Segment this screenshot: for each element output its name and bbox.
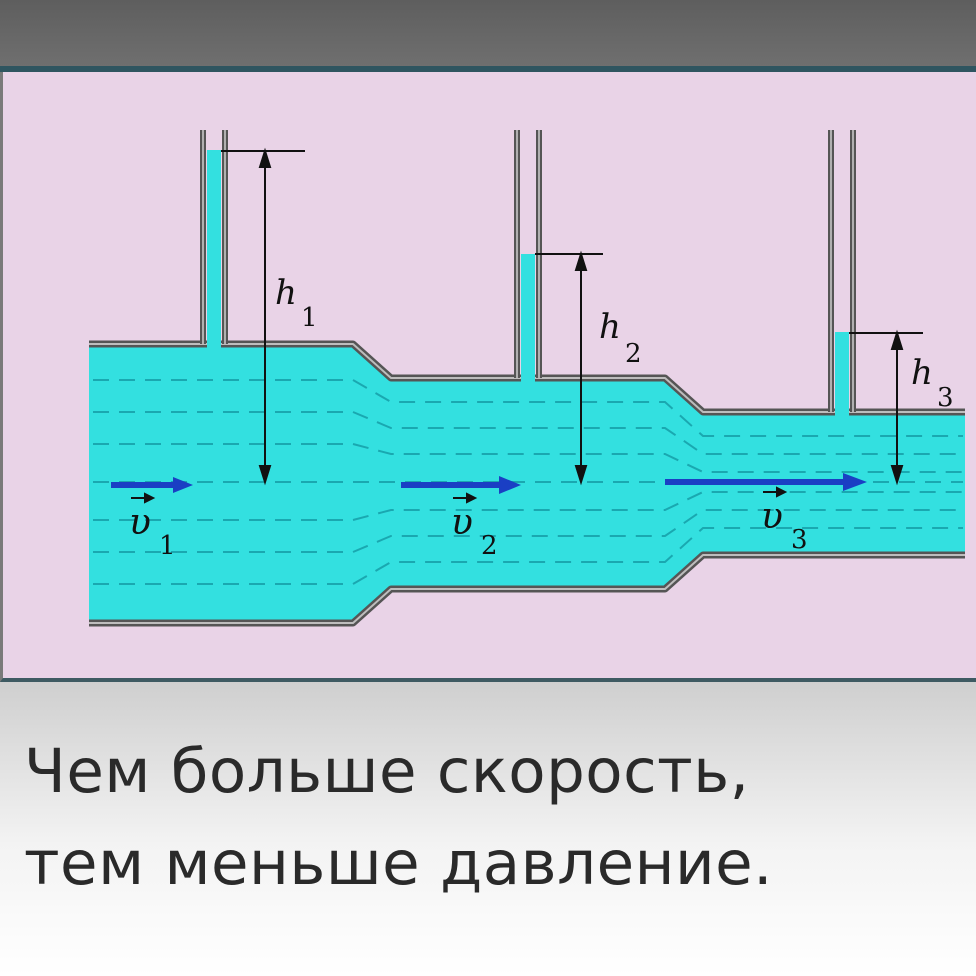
- level-markers: [221, 150, 923, 334]
- h1-label: h: [275, 273, 297, 313]
- tube-3-water: [835, 332, 849, 416]
- caption-area: [0, 682, 976, 976]
- h2-label: h: [599, 307, 621, 347]
- height-arrows: [258, 147, 904, 486]
- bernoulli-diagram: h 1 h 2 h 3 υ 1 υ 2 υ 3: [89, 130, 965, 627]
- v2-subscript: 2: [481, 531, 498, 561]
- h3-subscript: 3: [937, 383, 954, 413]
- top-bar: [0, 0, 976, 66]
- v1-label: υ: [129, 502, 151, 543]
- v2-label: υ: [451, 502, 473, 543]
- v1-subscript: 1: [159, 531, 176, 561]
- velocity-arrows: [111, 473, 867, 494]
- caption-line-2: тем меньше давление.: [24, 828, 774, 899]
- h3-label: h: [911, 353, 933, 393]
- tube-2-water: [521, 254, 535, 382]
- v3-subscript: 3: [791, 525, 808, 555]
- tube-1-water: [207, 150, 221, 348]
- velocity-vector-marks: [131, 486, 788, 504]
- caption: Чем больше скорость, тем меньше давление…: [24, 726, 773, 910]
- h2-subscript: 2: [625, 339, 642, 369]
- pipe-walls: [89, 340, 965, 627]
- flow-lines: [93, 379, 963, 585]
- v3-label: υ: [761, 496, 783, 537]
- top-divider: [0, 66, 976, 72]
- h1-subscript: 1: [301, 303, 318, 333]
- caption-line-1: Чем больше скорость,: [24, 736, 750, 807]
- diagram-panel: h 1 h 2 h 3 υ 1 υ 2 υ 3: [0, 72, 976, 682]
